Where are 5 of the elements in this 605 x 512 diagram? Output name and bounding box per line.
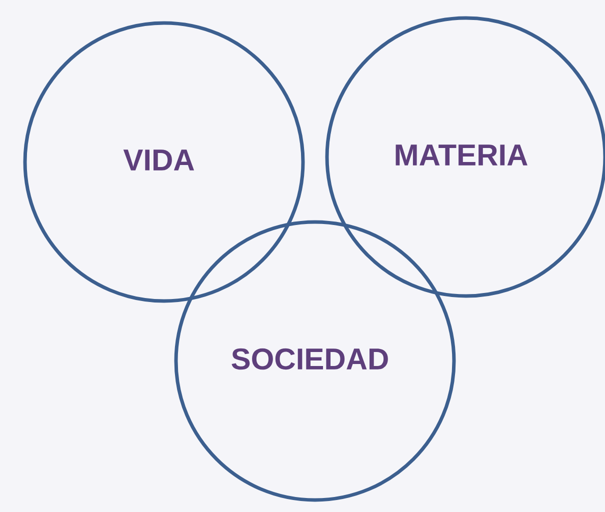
circle-label: VIDA: [123, 150, 194, 170]
circle-label: MATERIA: [396, 144, 528, 166]
circle-label: SOCIEDAD: [232, 348, 388, 370]
circle: [23, 21, 305, 303]
circle: [174, 220, 456, 502]
